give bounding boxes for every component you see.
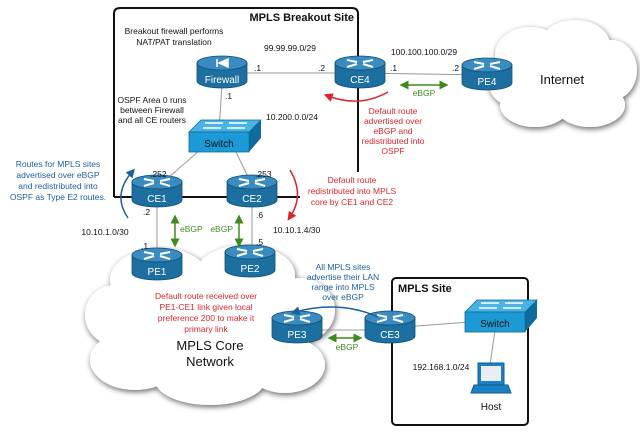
local-pref-note-4: primary link <box>184 324 228 334</box>
breakout-site-title: MPLS Breakout Site <box>249 12 354 24</box>
mpls-site-border <box>391 277 529 426</box>
pe3-router-icon[interactable]: PE3 <box>271 310 323 344</box>
ip-pe4: .2 <box>452 63 459 73</box>
advertise-note-2: advertise their LAN <box>307 272 379 282</box>
local-pref-note-1: Default route received over <box>155 291 257 301</box>
firewall-router-icon[interactable]: Firewall <box>196 55 248 89</box>
firewall-label: Firewall <box>205 75 239 86</box>
ip-fw-in: .1 <box>225 91 232 101</box>
ce1-router-icon[interactable]: CE1 <box>131 174 183 208</box>
ip-ce1-lan: .252 <box>150 169 167 179</box>
pe2-router-icon[interactable]: PE2 <box>224 244 276 278</box>
breakout-site-border <box>113 7 359 197</box>
redistribute-note-1: Default route <box>328 175 377 185</box>
ebgp-label-ce1-pe1: eBGP <box>180 224 203 234</box>
pe3-label: PE3 <box>288 330 307 341</box>
default-route-note-4: redistributed into <box>362 136 425 146</box>
ce2-router-icon[interactable]: CE2 <box>226 174 278 208</box>
ip-ce1-wan: .2 <box>143 207 150 217</box>
routes-note-2: advertised over eBGP <box>16 170 99 180</box>
ce3-router-icon[interactable]: CE3 <box>364 310 416 344</box>
default-route-note-1: Default route <box>369 106 418 116</box>
ce2-label: CE2 <box>242 194 262 205</box>
subnet-lan: 10.200.0.0/24 <box>266 112 318 122</box>
ebgp-label-pe3-ce3: eBGP <box>336 342 359 352</box>
host-label: Host <box>481 402 502 413</box>
ip-ce4-in: .2 <box>318 63 325 73</box>
switch1-label: Switch <box>204 139 233 150</box>
subnet-fw-ce4: 99.99.99.0/29 <box>264 43 316 53</box>
routes-note-4: OSPF as Type E2 routes. <box>10 192 106 202</box>
redistribute-note-2: redistributed into MPLS <box>308 186 397 196</box>
default-route-note-5: OSPF <box>381 146 404 156</box>
advertise-note-3: range into MPLS <box>311 282 375 292</box>
advertise-arrow <box>290 306 379 318</box>
default-route-arrow <box>323 91 389 102</box>
ip-pe1-wan: .1 <box>141 241 148 251</box>
subnet-ce4-pe4: 100.100.100.0/29 <box>391 47 457 57</box>
firewall-note-2: NAT/PAT translation <box>136 37 212 47</box>
redistribute-arrow <box>287 169 299 221</box>
pe1-router-icon[interactable]: PE1 <box>131 247 183 281</box>
subnet-ce1-pe1: 10.10.1.0/30 <box>81 227 129 237</box>
ip-ce2-wan: .6 <box>256 210 263 220</box>
ce3-label: CE3 <box>380 330 400 341</box>
redistribute-note-3: core by CE1 and CE2 <box>311 197 393 207</box>
ip-fw-out: .1 <box>254 63 261 73</box>
pe4-router-icon[interactable]: PE4 <box>461 57 513 91</box>
pe2-label: PE2 <box>241 264 260 275</box>
ospf-note-3: and all CE routers <box>118 115 186 125</box>
advertise-note-4: over eBGP <box>322 292 364 302</box>
ospf-note-1: OSPF Area 0 runs <box>118 95 187 105</box>
pe1-label: PE1 <box>148 267 167 278</box>
advertise-note-1: All MPLS sites <box>316 262 371 272</box>
local-pref-note-3: preference 200 to make it <box>158 313 255 323</box>
ip-ce2-lan: .253 <box>255 169 272 179</box>
internet-label: Internet <box>540 72 584 87</box>
core-label-2: Network <box>186 354 234 369</box>
default-route-note-3: eBGP and <box>373 126 412 136</box>
host-icon <box>470 362 512 394</box>
ebgp-label-ce2-pe2: eBGP <box>210 224 233 234</box>
ip-ce4-out: .1 <box>390 63 397 73</box>
pe4-label: PE4 <box>478 77 497 88</box>
switch2-switch-icon[interactable]: Switch <box>464 299 538 333</box>
ip-pe2-wan: .5 <box>256 237 263 247</box>
ebgp-label-ce4-pe4: eBGP <box>413 88 436 98</box>
default-route-note-2: advertised over <box>364 116 422 126</box>
subnet-ce2-pe2: 10.10.1.4/30 <box>273 225 321 235</box>
switch2-label: Switch <box>480 319 509 330</box>
ospf-note-2: between Firewall <box>120 105 184 115</box>
ce1-label: CE1 <box>147 194 167 205</box>
routes-arrow <box>120 168 135 219</box>
local-pref-note-2: PE1-CE1 link given local <box>159 302 252 312</box>
mpls-site-title: MPLS Site <box>398 283 452 295</box>
switch1-switch-icon[interactable]: Switch <box>188 119 262 153</box>
mpls-site-subnet: 192.168.1.0/24 <box>413 362 470 372</box>
ce4-router-icon[interactable]: CE4 <box>334 55 386 89</box>
ce4-label: CE4 <box>350 75 370 86</box>
firewall-note-1: Breakout firewall performs <box>125 26 224 36</box>
routes-note-3: and redistributed into <box>18 181 98 191</box>
routes-note-1: Routes for MPLS sites <box>16 159 101 169</box>
internet-cloud <box>488 20 637 127</box>
core-label-1: MPLS Core <box>176 338 243 353</box>
